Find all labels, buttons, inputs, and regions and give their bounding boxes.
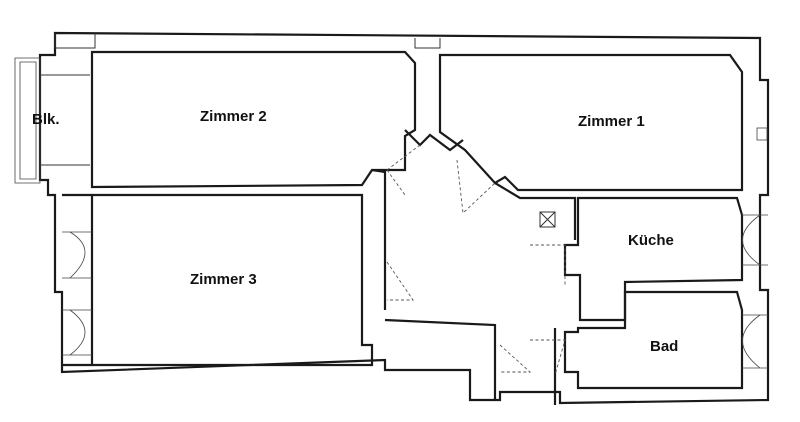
room-bad — [563, 290, 744, 390]
label-balcony: Blk. — [32, 111, 60, 128]
label-zimmer-1: Zimmer 1 — [578, 113, 645, 130]
corridor-walls — [371, 129, 577, 310]
label-bad: Bad — [650, 338, 678, 355]
outer-walls — [38, 31, 770, 405]
room-zimmer-3 — [62, 193, 374, 367]
label-zimmer-2: Zimmer 2 — [200, 108, 267, 125]
door-swings — [386, 144, 566, 376]
lower-corridor-walls — [384, 318, 557, 405]
room-zimmer-1 — [438, 53, 744, 192]
label-zimmer-3: Zimmer 3 — [190, 271, 257, 288]
windows — [62, 127, 768, 369]
label-kueche: Küche — [628, 232, 674, 249]
room-kueche — [539, 196, 744, 322]
room-zimmer-2 — [90, 50, 417, 189]
balcony — [14, 57, 90, 184]
